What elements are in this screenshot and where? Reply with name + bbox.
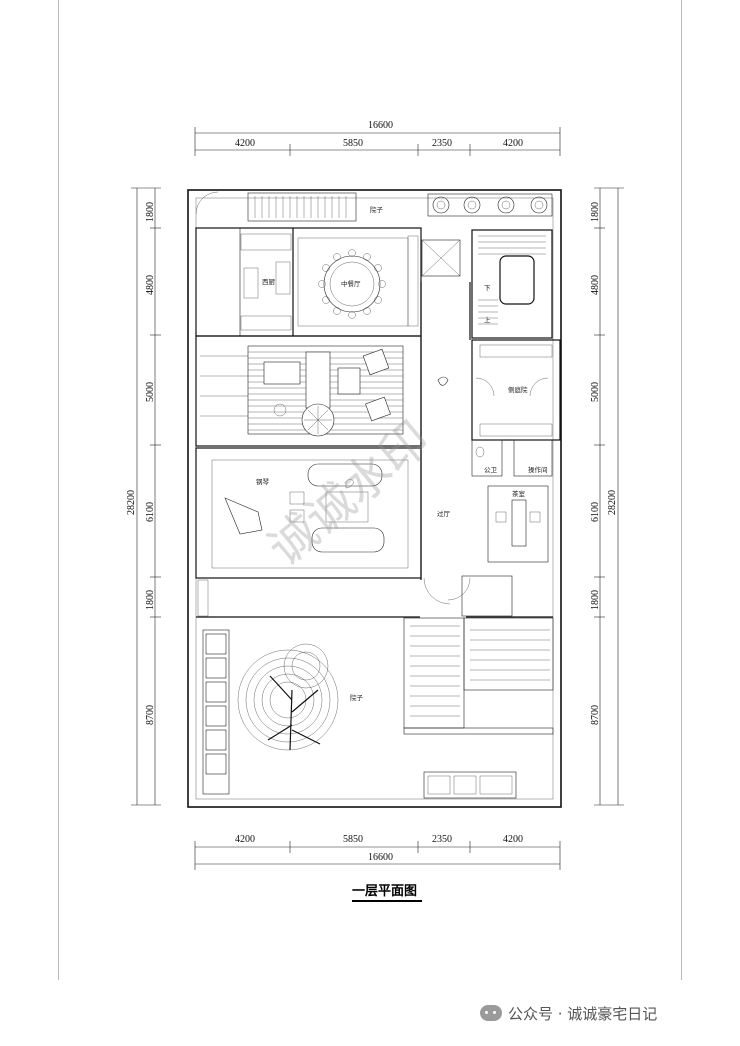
page-right-rule <box>681 0 682 980</box>
room-label-tea-room: 茶室 <box>512 489 526 498</box>
room-label-yard-bottom: 院子 <box>350 693 364 702</box>
dim-bottom-seg-4: 4200 <box>503 834 523 845</box>
dim-left-seg-1: 1800 <box>145 202 156 222</box>
dim-left-seg-3: 5000 <box>145 382 156 402</box>
transition-band <box>196 575 553 618</box>
dim-bottom-seg-1: 4200 <box>235 834 255 845</box>
dim-left-seg-5: 1800 <box>145 590 156 610</box>
dim-left-seg-4: 6100 <box>145 502 156 522</box>
dim-bottom-seg-3: 2350 <box>432 834 452 845</box>
right-dimension-chain: 1800 4800 5000 6100 1800 8700 28200 <box>590 187 624 806</box>
dim-bottom-total: 16600 <box>368 852 393 863</box>
room-label-western-kitchen: 西厨 <box>262 278 276 286</box>
dim-left-seg-2: 4800 <box>145 275 156 295</box>
dim-right-seg-2: 4800 <box>590 275 601 295</box>
drawing-title: 一层平面图 <box>352 884 418 899</box>
dim-right-seg-3: 5000 <box>590 382 601 402</box>
dim-top-seg-1: 4200 <box>235 138 255 149</box>
dim-top-seg-4: 4200 <box>503 138 523 149</box>
wechat-icon <box>480 1005 502 1021</box>
bottom-garden: 院子 <box>202 617 554 799</box>
kitchen-dining-zone: 西厨 中餐厅 <box>195 227 422 337</box>
footer-text: 公众号 · 诚诚豪宅日记 <box>508 1005 658 1023</box>
dim-top-total: 16600 <box>368 120 393 131</box>
dim-right-seg-4: 6100 <box>590 502 601 522</box>
room-label-piano: 钢琴 <box>256 478 270 486</box>
stair-label-down: 下 <box>484 284 491 292</box>
footer-credit: 公众号 · 诚诚豪宅日记 <box>480 1003 657 1024</box>
page-left-rule <box>58 0 59 980</box>
room-label-side-entrance: 侧庭院 <box>508 385 528 394</box>
stair-label-up: 上 <box>484 315 491 324</box>
dim-left-total: 28200 <box>126 490 137 515</box>
left-dimension-chain: 1800 4800 5000 6100 1800 8700 28200 <box>126 187 161 806</box>
main-stair: 下 上 <box>471 229 553 339</box>
title-underline <box>352 900 422 902</box>
dim-bottom-seg-2: 5850 <box>343 834 363 845</box>
dim-left-seg-6: 8700 <box>145 705 156 725</box>
central-corridor: 过厅 <box>420 239 471 580</box>
dim-right-seg-6: 8700 <box>590 705 601 725</box>
room-label-hall: 过厅 <box>437 509 451 518</box>
dim-right-seg-1: 1800 <box>590 202 601 222</box>
room-label-ops-room: 操作间 <box>528 465 548 474</box>
room-label-yard-top: 院子 <box>370 205 384 214</box>
dim-right-seg-5: 1800 <box>590 590 601 610</box>
room-label-chinese-dining: 中餐厅 <box>341 279 361 288</box>
bottom-dimension-chain: 4200 5850 2350 4200 16600 <box>194 834 561 870</box>
dim-right-total: 28200 <box>607 490 618 515</box>
room-label-public-wc: 公卫 <box>484 466 498 474</box>
top-yard: 院子 <box>195 191 553 222</box>
top-dimension-chain: 16600 4200 5850 2350 4200 <box>194 120 561 156</box>
dim-top-seg-3: 2350 <box>432 138 452 149</box>
piano-living-room: 钢琴 <box>195 447 422 579</box>
dim-top-seg-2: 5850 <box>343 138 363 149</box>
service-block: 公卫 操作间 茶室 <box>471 439 553 563</box>
side-entrance: 侧庭院 <box>471 339 561 441</box>
